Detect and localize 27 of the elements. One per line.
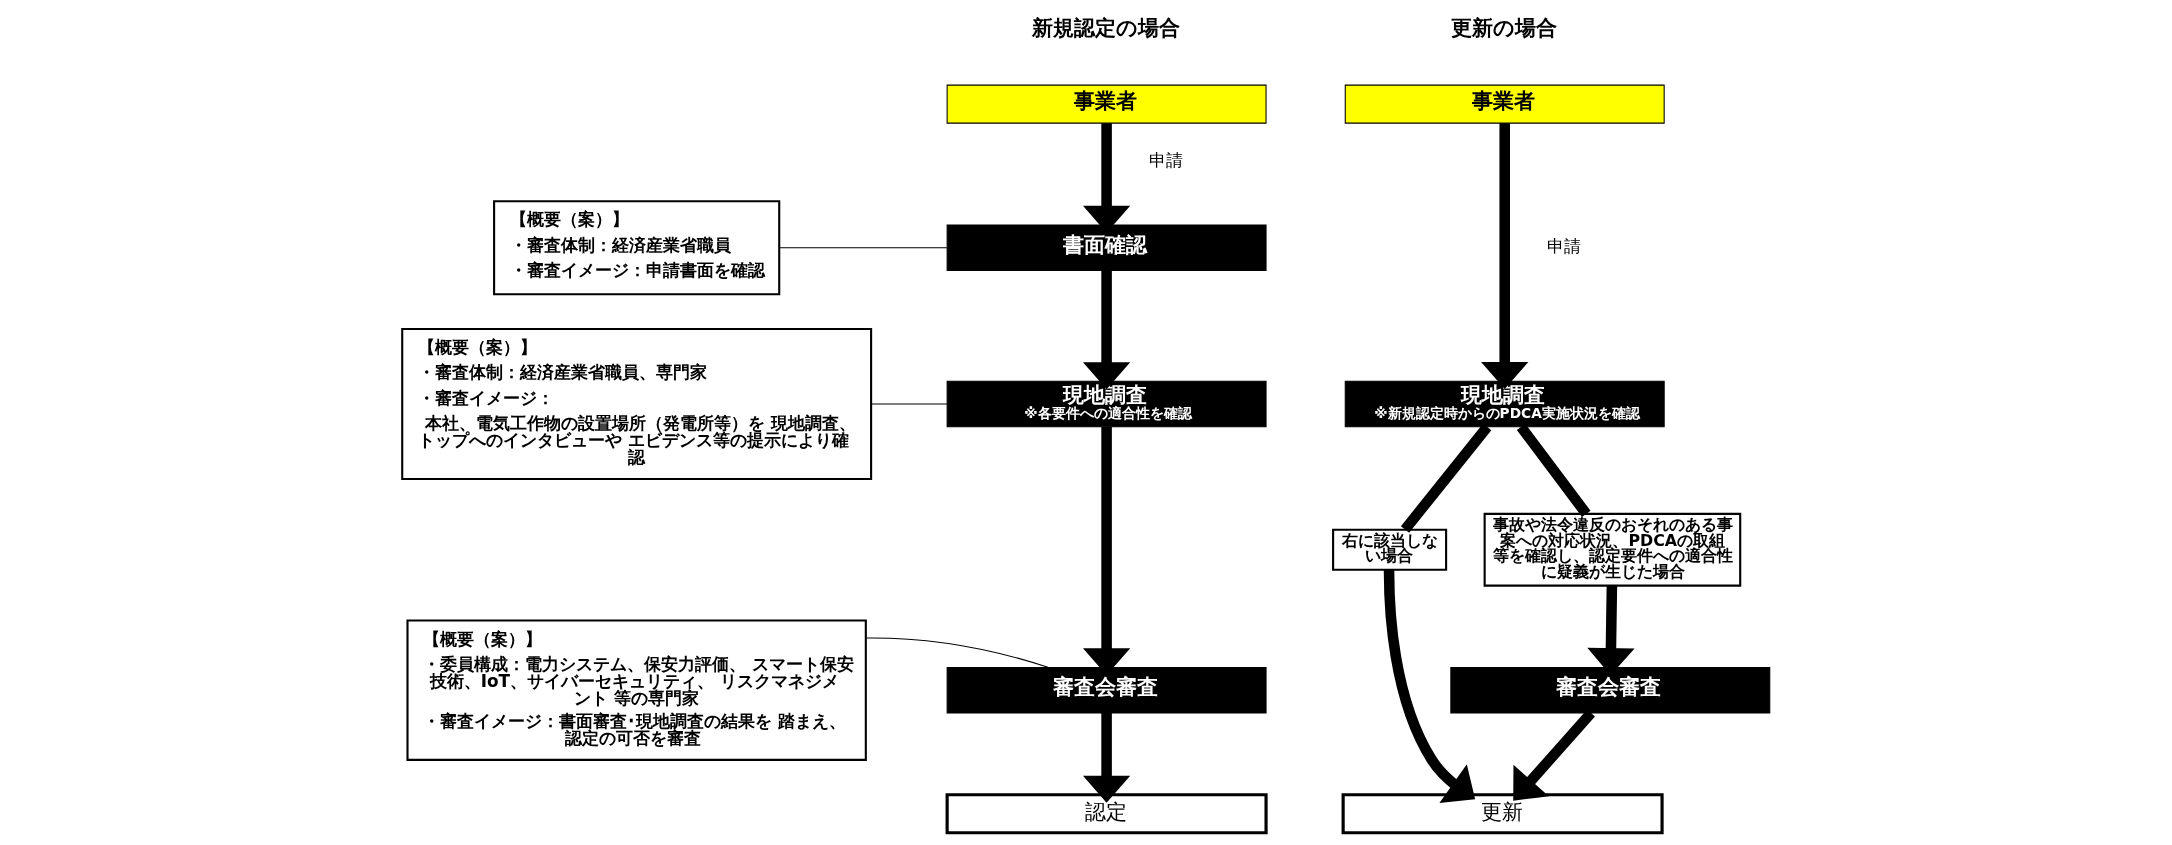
- node-box: 書面確認: [946, 224, 1267, 271]
- arrow: [1082, 712, 1131, 803]
- label: 新規認定の場合: [1031, 15, 1180, 41]
- edge-label: 申請: [1546, 235, 1581, 256]
- connector: [1516, 423, 1591, 517]
- edge-label: 申請: [1148, 150, 1183, 171]
- arrow: [1082, 270, 1131, 390]
- node-box: 【概要（案）】 ・審査体制：経済産業省職員 ・審査イメージ：申請書面を確認: [493, 200, 781, 296]
- node-box: 事業者: [1344, 84, 1665, 124]
- connector: [865, 637, 1049, 668]
- connector: [870, 403, 948, 405]
- node-box: 審査会審査: [946, 666, 1267, 714]
- connector: [778, 247, 948, 249]
- connector: [1400, 423, 1492, 533]
- node-box: 現地調査 ※各要件への適合性を確認: [946, 380, 1267, 428]
- node-box: 審査会審査: [1450, 666, 1771, 714]
- node-box: 【概要（案）】 ・委員構成：電力システム、保安力評価、 スマート保安技術、IoT、サイバーセキュリティ、 リスクマネジメント 等の専門家 ・審査イメージ：書面審査･現地調査の結果を 踏まえ、認定の可否を審査: [406, 619, 867, 761]
- node-box: 事故や法令違反のおそれのある事案への対応状況、PDCAの取組等を確認し、認定要件への適合性に疑義が生じた場合: [1483, 512, 1742, 587]
- node-box: 認定: [945, 793, 1268, 835]
- arrow: [1383, 570, 1476, 803]
- node-box: 【概要（案）】 ・審査体制：経済産業省職員、専門家 ・審査イメージ： 本社、電気工作物の設置場所（発電所等）を 現地調査、トップへのインタビューや エビデンス等の提示により確認: [401, 328, 873, 481]
- label: 更新の場合: [1450, 15, 1557, 41]
- node-box: 事業者: [946, 84, 1267, 124]
- arrow: [1481, 123, 1529, 390]
- node-box: 現地調査 ※新規認定時からのPDCA実施状況を確認: [1344, 380, 1665, 428]
- node-box: 右に該当しない場合: [1332, 528, 1448, 571]
- node-box: 更新: [1341, 793, 1664, 835]
